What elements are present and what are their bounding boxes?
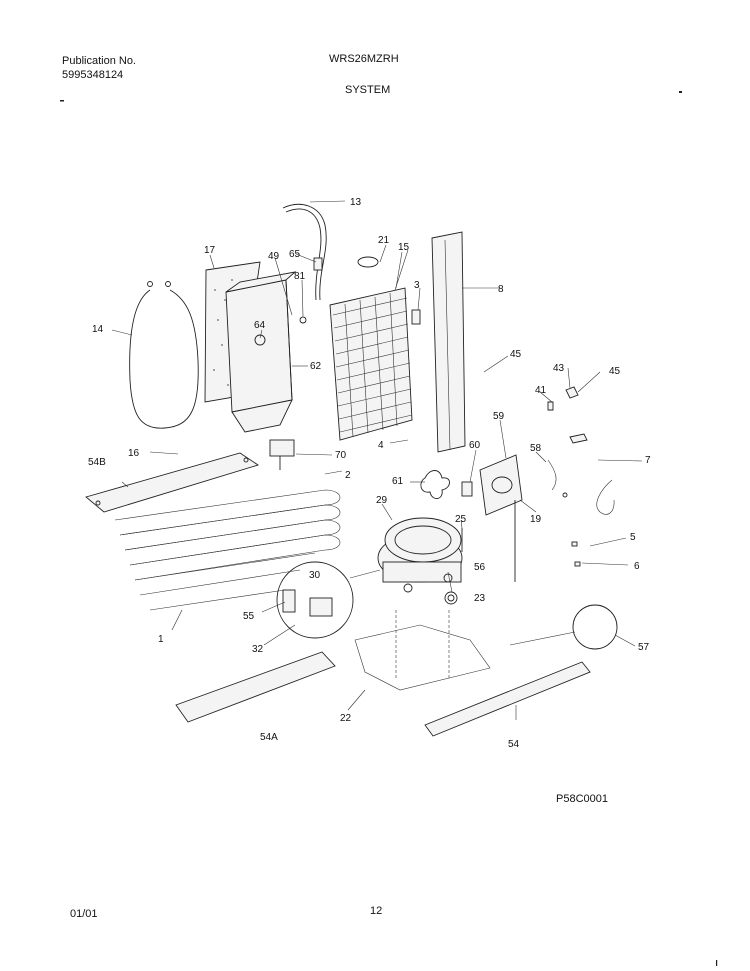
callout-58: 58 bbox=[530, 443, 542, 454]
footer-date: 01/01 bbox=[70, 908, 98, 920]
side-bracket bbox=[431, 231, 500, 453]
callout-5: 5 bbox=[630, 532, 636, 543]
callout-25: 25 bbox=[455, 514, 467, 525]
model-number: WRS26MZRH bbox=[329, 53, 399, 65]
compressor bbox=[377, 503, 463, 593]
callout-49: 49 bbox=[268, 251, 280, 262]
callout-29: 29 bbox=[376, 495, 388, 506]
callout-30: 30 bbox=[309, 570, 321, 581]
callout-labels: 13 17 49 65 21 15 8 3 81 64 14 62 45 43 … bbox=[88, 197, 651, 750]
callout-41: 41 bbox=[535, 385, 547, 396]
callout-3: 3 bbox=[414, 280, 420, 291]
callout-15: 15 bbox=[398, 242, 410, 253]
publication-label: Publication No. bbox=[62, 55, 136, 67]
callout-56: 56 bbox=[474, 562, 486, 573]
callout-6: 6 bbox=[634, 561, 640, 572]
callout-43: 43 bbox=[553, 363, 565, 374]
callout-57: 57 bbox=[638, 642, 650, 653]
leader-lines bbox=[259, 244, 629, 646]
mounting-clips bbox=[299, 256, 588, 444]
callout-17: 17 bbox=[204, 245, 216, 256]
callout-62: 62 bbox=[310, 361, 322, 372]
callout-70: 70 bbox=[335, 450, 347, 461]
callout-45: 45 bbox=[510, 349, 522, 360]
base-mounts bbox=[347, 591, 491, 711]
condenser-coil bbox=[114, 489, 341, 631]
evaporator-coil bbox=[329, 249, 413, 441]
defrost-terminal bbox=[269, 439, 333, 470]
callout-13: 13 bbox=[350, 197, 362, 208]
callout-60: 60 bbox=[469, 440, 481, 451]
callout-59: 59 bbox=[493, 411, 505, 422]
callout-22: 22 bbox=[340, 713, 352, 724]
callout-64: 64 bbox=[254, 320, 266, 331]
scan-mark bbox=[679, 91, 682, 93]
bumper-plug bbox=[509, 604, 636, 650]
callout-4: 4 bbox=[378, 440, 384, 451]
callout-54: 54 bbox=[508, 739, 520, 750]
condenser-fan bbox=[420, 454, 523, 582]
wiring-harness bbox=[547, 459, 643, 567]
callout-19: 19 bbox=[530, 514, 542, 525]
defrost-heater bbox=[111, 281, 199, 429]
callout-45b: 45 bbox=[609, 366, 621, 377]
section-title: SYSTEM bbox=[345, 84, 391, 96]
publication-number: 5995348124 bbox=[62, 69, 124, 81]
capillary-tube bbox=[282, 200, 346, 301]
page-number: 12 bbox=[370, 905, 383, 917]
callout-21: 21 bbox=[378, 235, 390, 246]
callout-16: 16 bbox=[128, 448, 140, 459]
scan-mark bbox=[60, 100, 64, 102]
scan-mark bbox=[716, 960, 718, 966]
callout-81: 81 bbox=[294, 271, 306, 282]
callout-32: 32 bbox=[252, 644, 264, 655]
drain-trough bbox=[85, 451, 260, 513]
callout-1: 1 bbox=[158, 634, 164, 645]
callout-8: 8 bbox=[498, 284, 504, 295]
callout-14: 14 bbox=[92, 324, 104, 335]
callout-54A: 54A bbox=[260, 732, 278, 743]
callout-54B: 54B bbox=[88, 457, 106, 468]
relay-detail bbox=[276, 561, 381, 639]
callout-2: 2 bbox=[345, 470, 351, 481]
callout-65: 65 bbox=[289, 249, 301, 260]
callout-23: 23 bbox=[474, 593, 486, 604]
callout-61: 61 bbox=[392, 476, 404, 487]
callout-7: 7 bbox=[645, 455, 651, 466]
evaporator-cover bbox=[225, 271, 308, 433]
figure-code: P58C0001 bbox=[556, 793, 608, 805]
callout-55: 55 bbox=[243, 611, 255, 622]
mounting-rails bbox=[175, 651, 591, 737]
